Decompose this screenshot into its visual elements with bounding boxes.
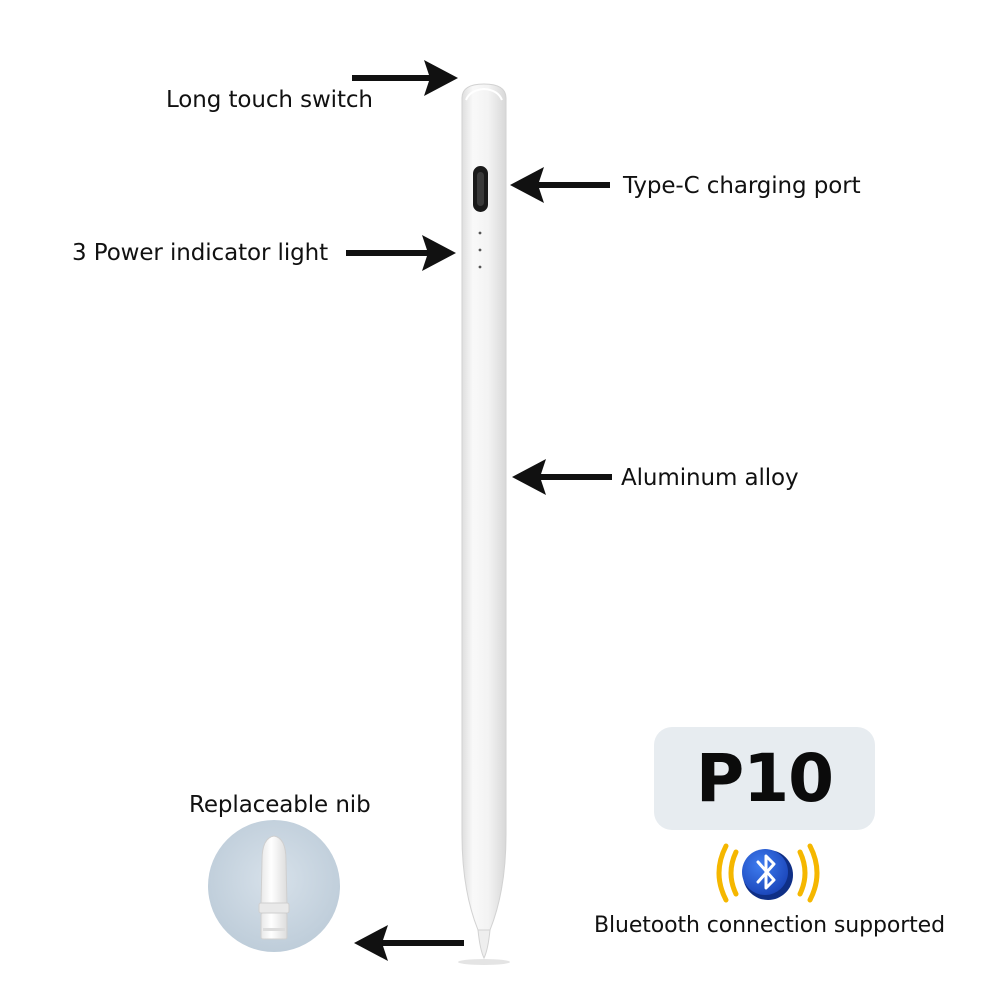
bluetooth-label: Bluetooth connection supported: [594, 913, 945, 938]
nib-icon: [260, 835, 288, 906]
indicator-light-2: [478, 248, 482, 252]
model-name: P10: [695, 740, 834, 817]
arrow-icon: [354, 925, 464, 961]
arrow-icon: [512, 459, 612, 495]
arrow-icon: [352, 60, 458, 96]
arrow-icon: [346, 235, 456, 271]
type-c-port-label: Type-C charging port: [623, 173, 861, 199]
arrow-icon: [510, 167, 610, 203]
model-badge: P10: [654, 727, 875, 830]
pen-nib-tip: [477, 929, 491, 960]
pen-body: [461, 83, 507, 931]
indicator-light-1: [478, 231, 482, 235]
power-indicator-label: 3 Power indicator light: [72, 240, 329, 266]
long-touch-switch-label: Long touch switch: [166, 87, 373, 113]
pen-cap-highlight: [465, 87, 503, 101]
aluminum-alloy-label: Aluminum alloy: [621, 465, 799, 491]
stylus-pen: [458, 83, 510, 965]
bluetooth-icon: [716, 843, 820, 903]
nib-detail: [208, 820, 340, 952]
indicator-light-3: [478, 265, 482, 269]
replaceable-nib-label: Replaceable nib: [189, 792, 371, 818]
pen-shadow: [458, 959, 510, 965]
